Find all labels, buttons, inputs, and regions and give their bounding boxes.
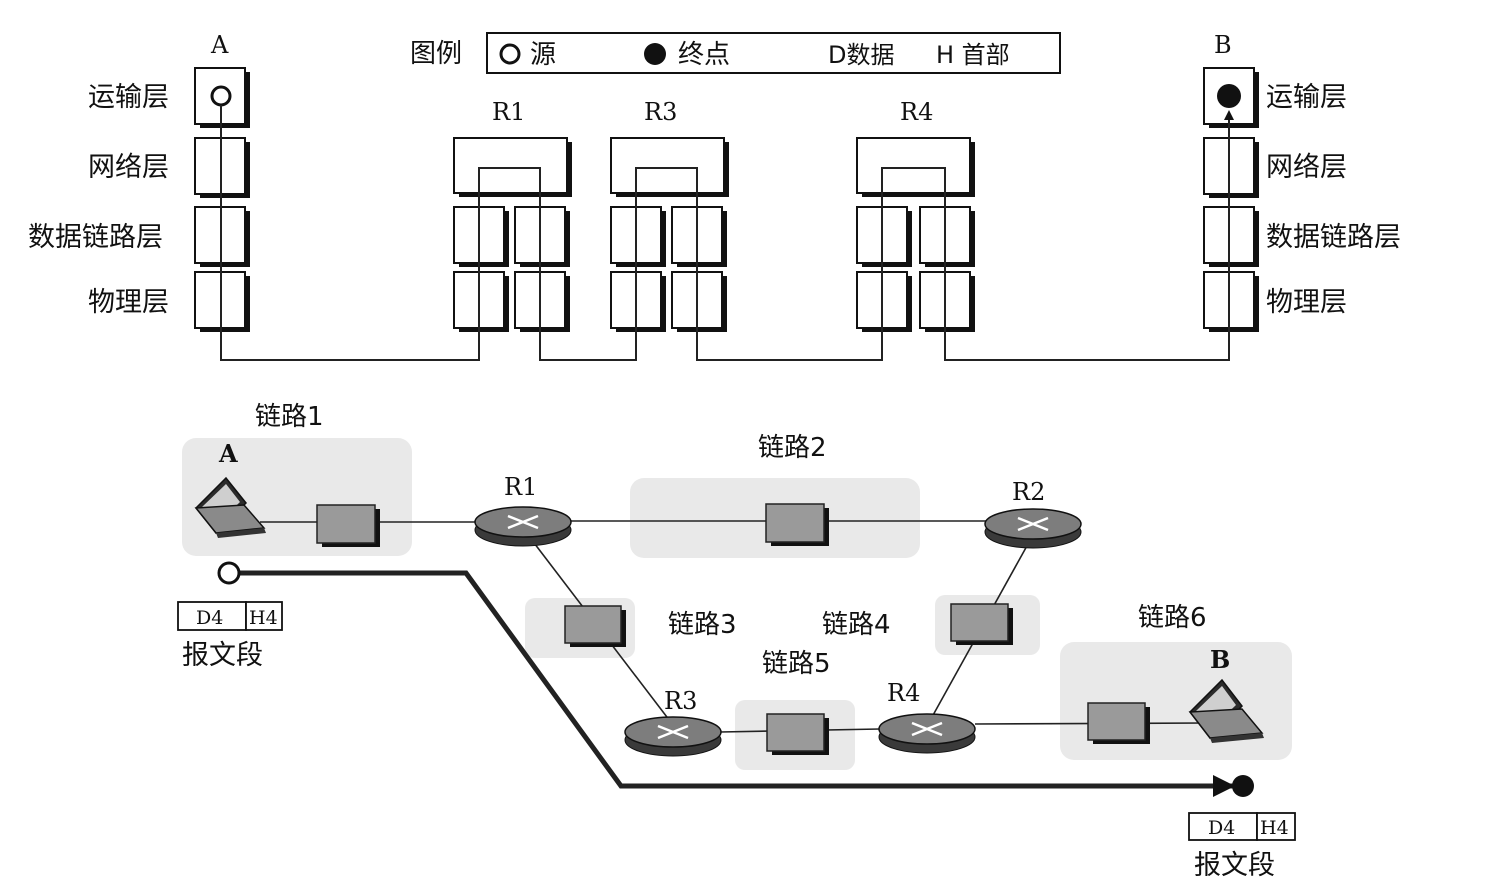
router-stack-r1: R1 bbox=[453, 98, 572, 332]
host-b-stack: B 运输层 网络层 数据链路层 物理层 bbox=[1203, 31, 1401, 332]
legend-destination: 终点 bbox=[678, 40, 730, 70]
network-host-a-label: A bbox=[218, 439, 238, 468]
segment-right-data: D4 bbox=[1208, 817, 1235, 839]
stack-path-line bbox=[220, 105, 1234, 361]
source-circle-icon bbox=[217, 561, 241, 585]
layer-label-datalink-b: 数据链路层 bbox=[1266, 222, 1401, 253]
legend: 图例 源 终点 D数据 H 首部 bbox=[410, 32, 1061, 74]
source-circle-icon bbox=[210, 85, 232, 107]
router-r2: R2 bbox=[984, 478, 1082, 549]
link3-module bbox=[564, 605, 622, 644]
router-stack-r4: R4 bbox=[856, 98, 975, 332]
router-r4-network-box bbox=[856, 137, 971, 194]
segment-left-data: D4 bbox=[196, 607, 223, 629]
link5-module bbox=[766, 713, 825, 752]
destination-dot-icon bbox=[1232, 775, 1254, 797]
link6-module bbox=[1087, 702, 1146, 741]
segment-left-caption: 报文段 bbox=[182, 640, 263, 671]
stack-router-r4-label: R4 bbox=[900, 98, 933, 126]
segment-right-data-box bbox=[1188, 812, 1258, 841]
layer-label-physical-a: 物理层 bbox=[88, 287, 169, 318]
host-b-laptop: B bbox=[1188, 645, 1264, 743]
segment-right: D4 H4 报文段 bbox=[1188, 812, 1296, 881]
link6-label: 链路6 bbox=[1138, 603, 1207, 633]
router-r2-label: R2 bbox=[1012, 478, 1045, 506]
segment-left-header: H4 bbox=[249, 607, 278, 629]
layer-label-physical-b: 物理层 bbox=[1266, 287, 1347, 318]
stack-router-r1-label: R1 bbox=[492, 98, 525, 126]
legend-title: 图例 bbox=[410, 39, 462, 69]
destination-dot-icon bbox=[1217, 84, 1241, 108]
router-stack-r3: R3 bbox=[610, 98, 729, 332]
router-r1-network-box bbox=[453, 137, 568, 194]
link4-label: 链路4 bbox=[822, 610, 891, 640]
layer-label-transport-a: 运输层 bbox=[88, 82, 169, 113]
legend-source: 源 bbox=[530, 40, 556, 70]
router-r3-network-box bbox=[610, 137, 725, 194]
router-r1: R1 bbox=[474, 473, 572, 547]
segment-right-header: H4 bbox=[1260, 817, 1289, 839]
link2-label: 链路2 bbox=[758, 433, 827, 463]
link5-label: 链路5 bbox=[762, 649, 831, 679]
layer-label-transport-b: 运输层 bbox=[1266, 82, 1347, 113]
segment-left: D4 H4 报文段 bbox=[177, 601, 283, 671]
segment-path-line bbox=[240, 570, 1235, 797]
legend-data: D数据 bbox=[828, 41, 894, 69]
link-modules bbox=[316, 503, 1150, 755]
layer-label-network-b: 网络层 bbox=[1266, 152, 1347, 183]
segment-left-data-box bbox=[177, 601, 247, 631]
link1-module bbox=[316, 504, 376, 544]
stack-host-b-label: B bbox=[1214, 31, 1232, 59]
segment-right-header-box bbox=[1256, 812, 1296, 841]
router-r1-label: R1 bbox=[504, 473, 537, 501]
host-a-laptop: A bbox=[194, 439, 266, 538]
link3-label: 链路3 bbox=[668, 610, 737, 640]
router-r3-label: R3 bbox=[664, 687, 697, 715]
router-r3: R3 bbox=[624, 687, 722, 757]
router-r4: R4 bbox=[878, 679, 976, 754]
link2-module bbox=[765, 503, 825, 543]
host-a-stack: A 运输层 网络层 数据链路层 物理层 bbox=[28, 31, 250, 332]
stack-router-r3-label: R3 bbox=[644, 98, 677, 126]
router-r4-label: R4 bbox=[887, 679, 920, 707]
link4-module bbox=[950, 603, 1009, 642]
layer-label-datalink-a: 数据链路层 bbox=[28, 222, 163, 253]
stack-host-a-label: A bbox=[210, 31, 229, 59]
source-circle-icon bbox=[499, 43, 521, 65]
segment-right-caption: 报文段 bbox=[1194, 850, 1275, 881]
network-host-b-label: B bbox=[1210, 645, 1230, 674]
legend-header: H 首部 bbox=[936, 41, 1010, 69]
segment-left-header-box bbox=[245, 601, 283, 631]
destination-dot-icon bbox=[644, 43, 666, 65]
link1-label: 链路1 bbox=[255, 402, 324, 432]
layer-label-network-a: 网络层 bbox=[88, 152, 169, 183]
legend-box bbox=[486, 32, 1061, 74]
